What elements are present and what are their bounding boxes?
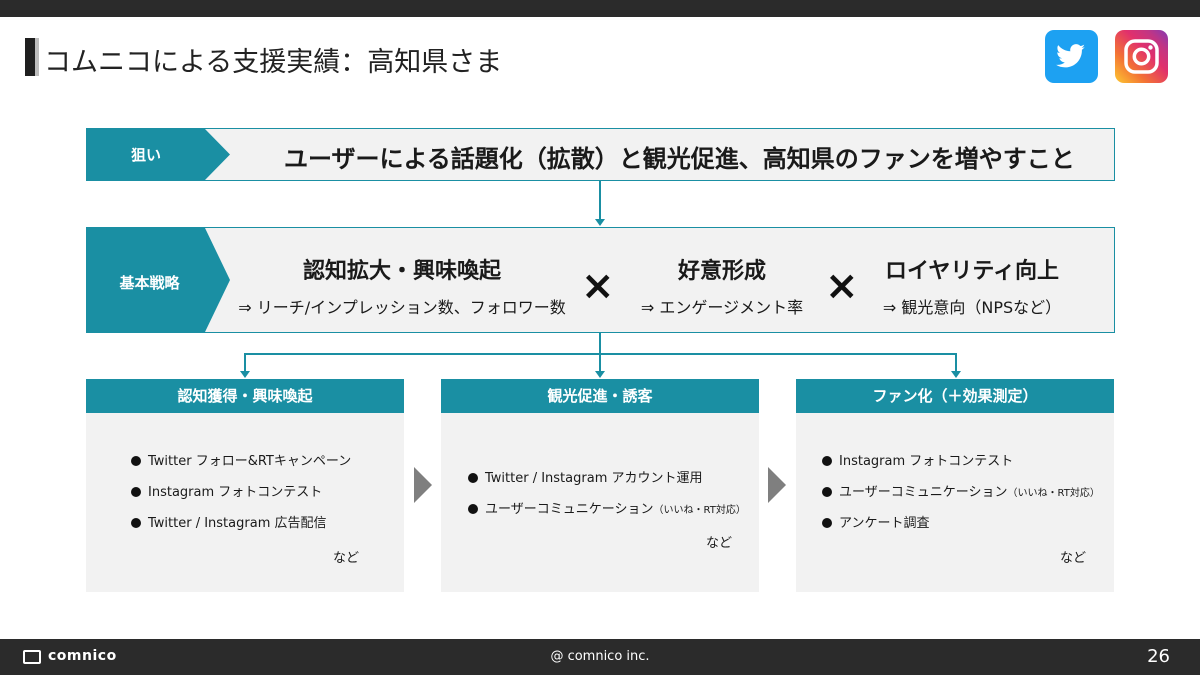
box-tourism: 観光促進・誘客 Twitter / Instagram アカウント運用 ユーザー… [441, 379, 759, 592]
box-fan: ファン化（＋効果測定） Instagram フォトコンテスト ユーザーコミュニケ… [796, 379, 1114, 592]
box-heading: 認知獲得・興味喚起 [86, 379, 404, 413]
bullet-icon [131, 518, 141, 528]
multiply-sign: × [581, 263, 615, 309]
bullet-icon [822, 456, 832, 466]
comnico-logo-icon [23, 650, 41, 664]
box-heading: ファン化（＋効果測定） [796, 379, 1114, 413]
footer-logo-text: comnico [48, 648, 117, 664]
instagram-icon [1115, 30, 1168, 83]
connector-right [955, 353, 957, 372]
connector-branch [244, 353, 957, 355]
strategy-title-loyalty: ロイヤリティ向上 [884, 259, 1060, 284]
box-note: など [333, 551, 360, 566]
connector-arrowhead [595, 371, 605, 378]
list-item: Twitter / Instagram アカウント運用 [468, 471, 746, 487]
aim-tag-label: 狙い [130, 146, 161, 164]
box-note: など [706, 536, 733, 551]
bullet-icon [468, 504, 478, 514]
strategy-row: 基本戦略 認知拡大・興味喚起 ⇒ リーチ/インプレッション数、フォロワー数 × … [86, 227, 1115, 333]
connector-aim-strategy [599, 181, 601, 220]
strategy-title-awareness: 認知拡大・興味喚起 [302, 259, 501, 284]
connector-arrowhead [951, 371, 961, 378]
strategy-tag-label: 基本戦略 [119, 274, 180, 292]
bullet-icon [131, 456, 141, 466]
aim-text: ユーザーによる話題化（拡散）と観光促進、高知県のファンを増やすこと [284, 145, 1075, 173]
box-heading: 観光促進・誘客 [441, 379, 759, 413]
twitter-icon [1045, 30, 1098, 83]
connector-arrowhead [595, 219, 605, 226]
chevron-right-icon [414, 467, 432, 503]
list-item: アンケート調査 [822, 516, 1100, 532]
list-item: ユーザーコミュニケーション（いいね・RT対応） [468, 502, 746, 518]
chevron-right-icon [768, 467, 786, 503]
footer-bar: comnico @ comnico inc. 26 [0, 639, 1200, 675]
bullet-icon [822, 518, 832, 528]
strategy-sub-loyalty: ⇒ 観光意向（NPSなど） [882, 298, 1062, 317]
page-number: 26 [1147, 646, 1170, 667]
box-item-list: Twitter フォロー&RTキャンペーン Instagram フォトコンテスト… [131, 454, 351, 532]
list-item: ユーザーコミュニケーション（いいね・RT対応） [822, 485, 1100, 501]
title-accent-mark [25, 38, 39, 76]
bullet-icon [131, 487, 141, 497]
connector-arrowhead [240, 371, 250, 378]
aim-tag: 狙い [87, 129, 230, 180]
list-item: Instagram フォトコンテスト [822, 454, 1100, 470]
box-item-list: Twitter / Instagram アカウント運用 ユーザーコミュニケーショ… [468, 471, 746, 518]
connector-strategy-center [599, 333, 601, 372]
box-note: など [1060, 551, 1087, 566]
bullet-icon [468, 473, 478, 483]
box-item-list: Instagram フォトコンテスト ユーザーコミュニケーション（いいね・RT対… [822, 454, 1100, 532]
list-item: Twitter フォロー&RTキャンペーン [131, 454, 351, 470]
footer-copyright: @ comnico inc. [550, 649, 650, 664]
strategy-tag: 基本戦略 [87, 228, 230, 332]
strategy-sub-favorability: ⇒ エンゲージメント率 [640, 298, 804, 317]
strategy-sub-awareness: ⇒ リーチ/インプレッション数、フォロワー数 [238, 298, 566, 317]
list-item: Twitter / Instagram 広告配信 [131, 516, 351, 532]
box-awareness: 認知獲得・興味喚起 Twitter フォロー&RTキャンペーン Instagra… [86, 379, 404, 592]
strategy-title-favorability: 好意形成 [677, 259, 766, 284]
multiply-sign: × [825, 263, 859, 309]
bullet-icon [822, 487, 832, 497]
page-title: コムニコによる支援実績：高知県さま [44, 47, 503, 78]
aim-row: 狙い ユーザーによる話題化（拡散）と観光促進、高知県のファンを増やすこと [86, 128, 1115, 181]
list-item: Instagram フォトコンテスト [131, 485, 351, 501]
connector-left [244, 353, 246, 372]
top-bar [0, 0, 1200, 17]
